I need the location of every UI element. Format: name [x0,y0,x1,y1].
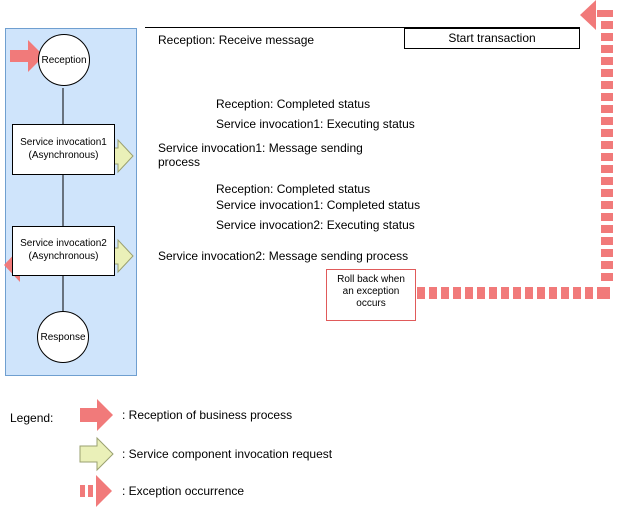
reception-node: Reception [38,34,90,86]
step-service1-completed: Service invocation1: Completed status [216,198,421,212]
rollback-note-line2: an exception [342,286,400,297]
step-service1-executing: Service invocation1: Executing status [216,117,415,131]
step-reception-receive: Reception: Receive message [158,33,315,47]
start-transaction-box: Start transaction [404,28,580,49]
legend-item-reception: : Reception of business process [122,408,293,422]
step-service2-sending: Service invocation2: Message sending pro… [158,249,409,263]
step-service2-executing: Service invocation2: Executing status [216,218,415,232]
start-transaction-label: Start transaction [448,31,536,45]
yellow-arrow-icon [79,436,114,472]
rollback-note-line3: occurs [356,298,386,309]
service1-node-sublabel: (Asynchronous) [28,150,99,161]
response-node: Response [37,311,89,363]
rollback-note-line1: Roll back when [337,274,405,285]
reception-arrow-icon [10,40,44,72]
service2-node: Service invocation2 (Asynchronous) [12,226,115,276]
dashed-red-arrow-icon [80,475,112,507]
legend-item-service-request: : Service component invocation request [122,447,333,461]
step-reception-completed-1: Reception: Completed status [216,97,371,111]
exception-path [417,0,613,299]
reception-node-label: Reception [41,54,87,66]
response-node-label: Response [40,331,86,343]
step-reception-completed-2: Reception: Completed status [216,182,371,196]
service2-node-label: Service invocation2 [20,238,107,249]
legend-title: Legend: [10,411,54,425]
service2-node-sublabel: (Asynchronous) [28,251,99,262]
step-service1-sending: Service invocation1: Message sending pro… [158,141,363,169]
red-arrow-icon [80,399,113,431]
legend-item-exception: : Exception occurrence [122,484,245,498]
service1-node-label: Service invocation1 [20,137,107,148]
service1-node: Service invocation1 (Asynchronous) [12,124,115,175]
rollback-note: Roll back when an exception occurs [326,269,416,321]
